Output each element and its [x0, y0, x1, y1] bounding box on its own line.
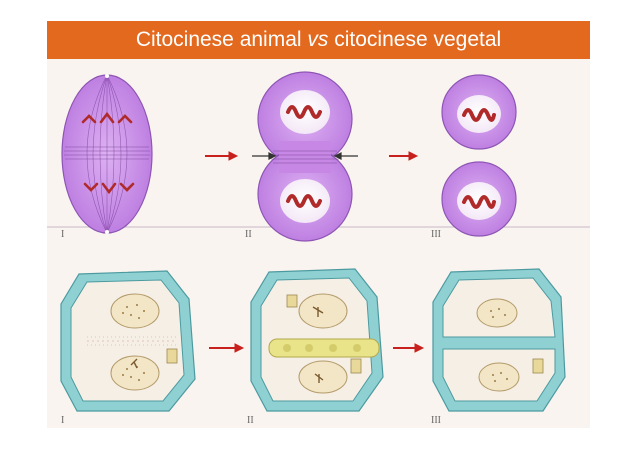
title-text-italic: vs: [307, 28, 329, 51]
animal-stage-2-cell: [252, 71, 358, 242]
plant-stage-label-2: II: [247, 415, 254, 426]
slide-title: Citocinese animal vs citocinese vegetal: [47, 21, 590, 59]
plant-arrow-1: [209, 343, 245, 353]
animal-stage-1-cell: [61, 74, 153, 234]
animal-arrow-1: [205, 151, 239, 161]
animal-stage-3-cells: [441, 74, 517, 237]
animal-arrow-2: [389, 151, 419, 161]
animal-stage-label-1: I: [61, 229, 64, 240]
cytokinesis-figure: I II III: [47, 59, 590, 428]
plant-stage-label-3: III: [431, 415, 441, 426]
animal-stage-label-2: II: [245, 229, 252, 240]
plant-arrow-2: [393, 343, 425, 353]
title-text-part1: Citocinese animal: [135, 28, 302, 51]
plant-stage-1-cell: [60, 270, 196, 412]
plant-stage-3-cells: [432, 268, 566, 412]
animal-stage-label-3: III: [431, 229, 441, 240]
plant-stage-label-1: I: [61, 415, 64, 426]
title-text-part2: citocinese vegetal: [334, 28, 502, 51]
plant-stage-2-cell: [250, 268, 384, 412]
